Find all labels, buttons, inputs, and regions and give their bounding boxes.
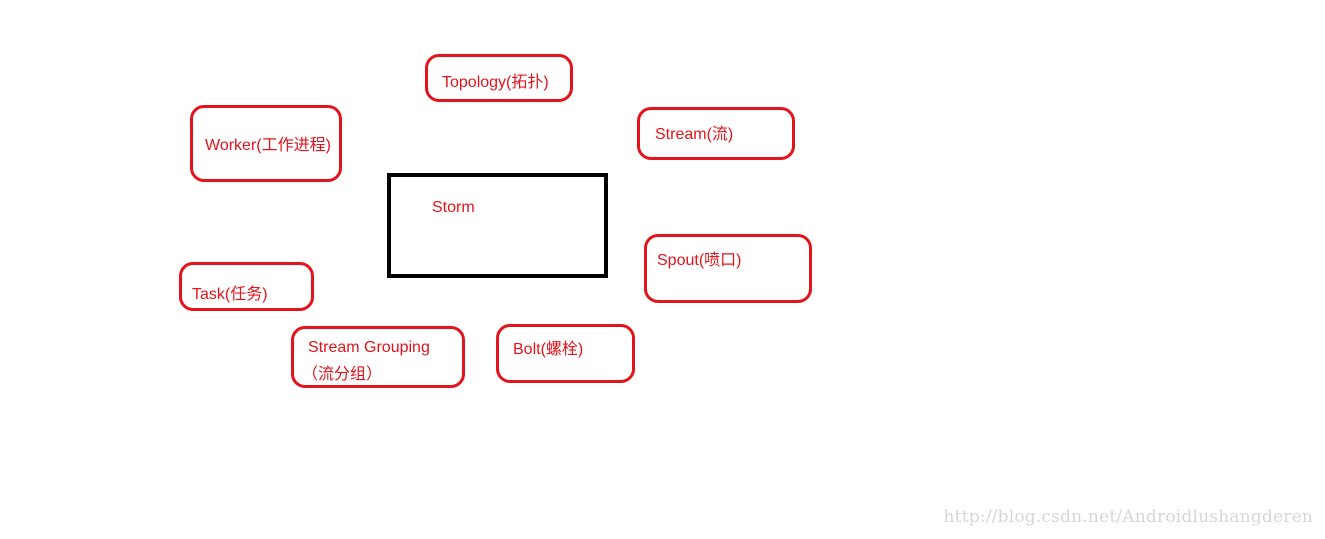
worker-label: Worker(工作进程) (205, 137, 331, 154)
storm-center-box: Storm (387, 173, 608, 278)
spout-label: Spout(喷口) (657, 252, 742, 269)
stream-grouping-label-line2: （流分组） (302, 366, 383, 383)
storm-label: Storm (432, 199, 475, 216)
stream-grouping-node: Stream Grouping （流分组） (291, 326, 465, 388)
bolt-node: Bolt(螺栓) (496, 324, 635, 383)
stream-label: Stream(流) (655, 126, 734, 143)
topology-node: Topology(拓扑) (425, 54, 573, 102)
stream-node: Stream(流) (637, 107, 795, 160)
spout-node: Spout(喷口) (644, 234, 812, 303)
topology-label: Topology(拓扑) (442, 74, 549, 91)
worker-node: Worker(工作进程) (190, 105, 342, 182)
bolt-label: Bolt(螺栓) (513, 341, 584, 358)
task-label: Task(任务) (192, 286, 268, 303)
task-node: Task(任务) (179, 262, 314, 311)
blog-watermark: http://blog.csdn.net/Androidlushangderen (943, 507, 1313, 527)
stream-grouping-label-line1: Stream Grouping (308, 339, 430, 356)
